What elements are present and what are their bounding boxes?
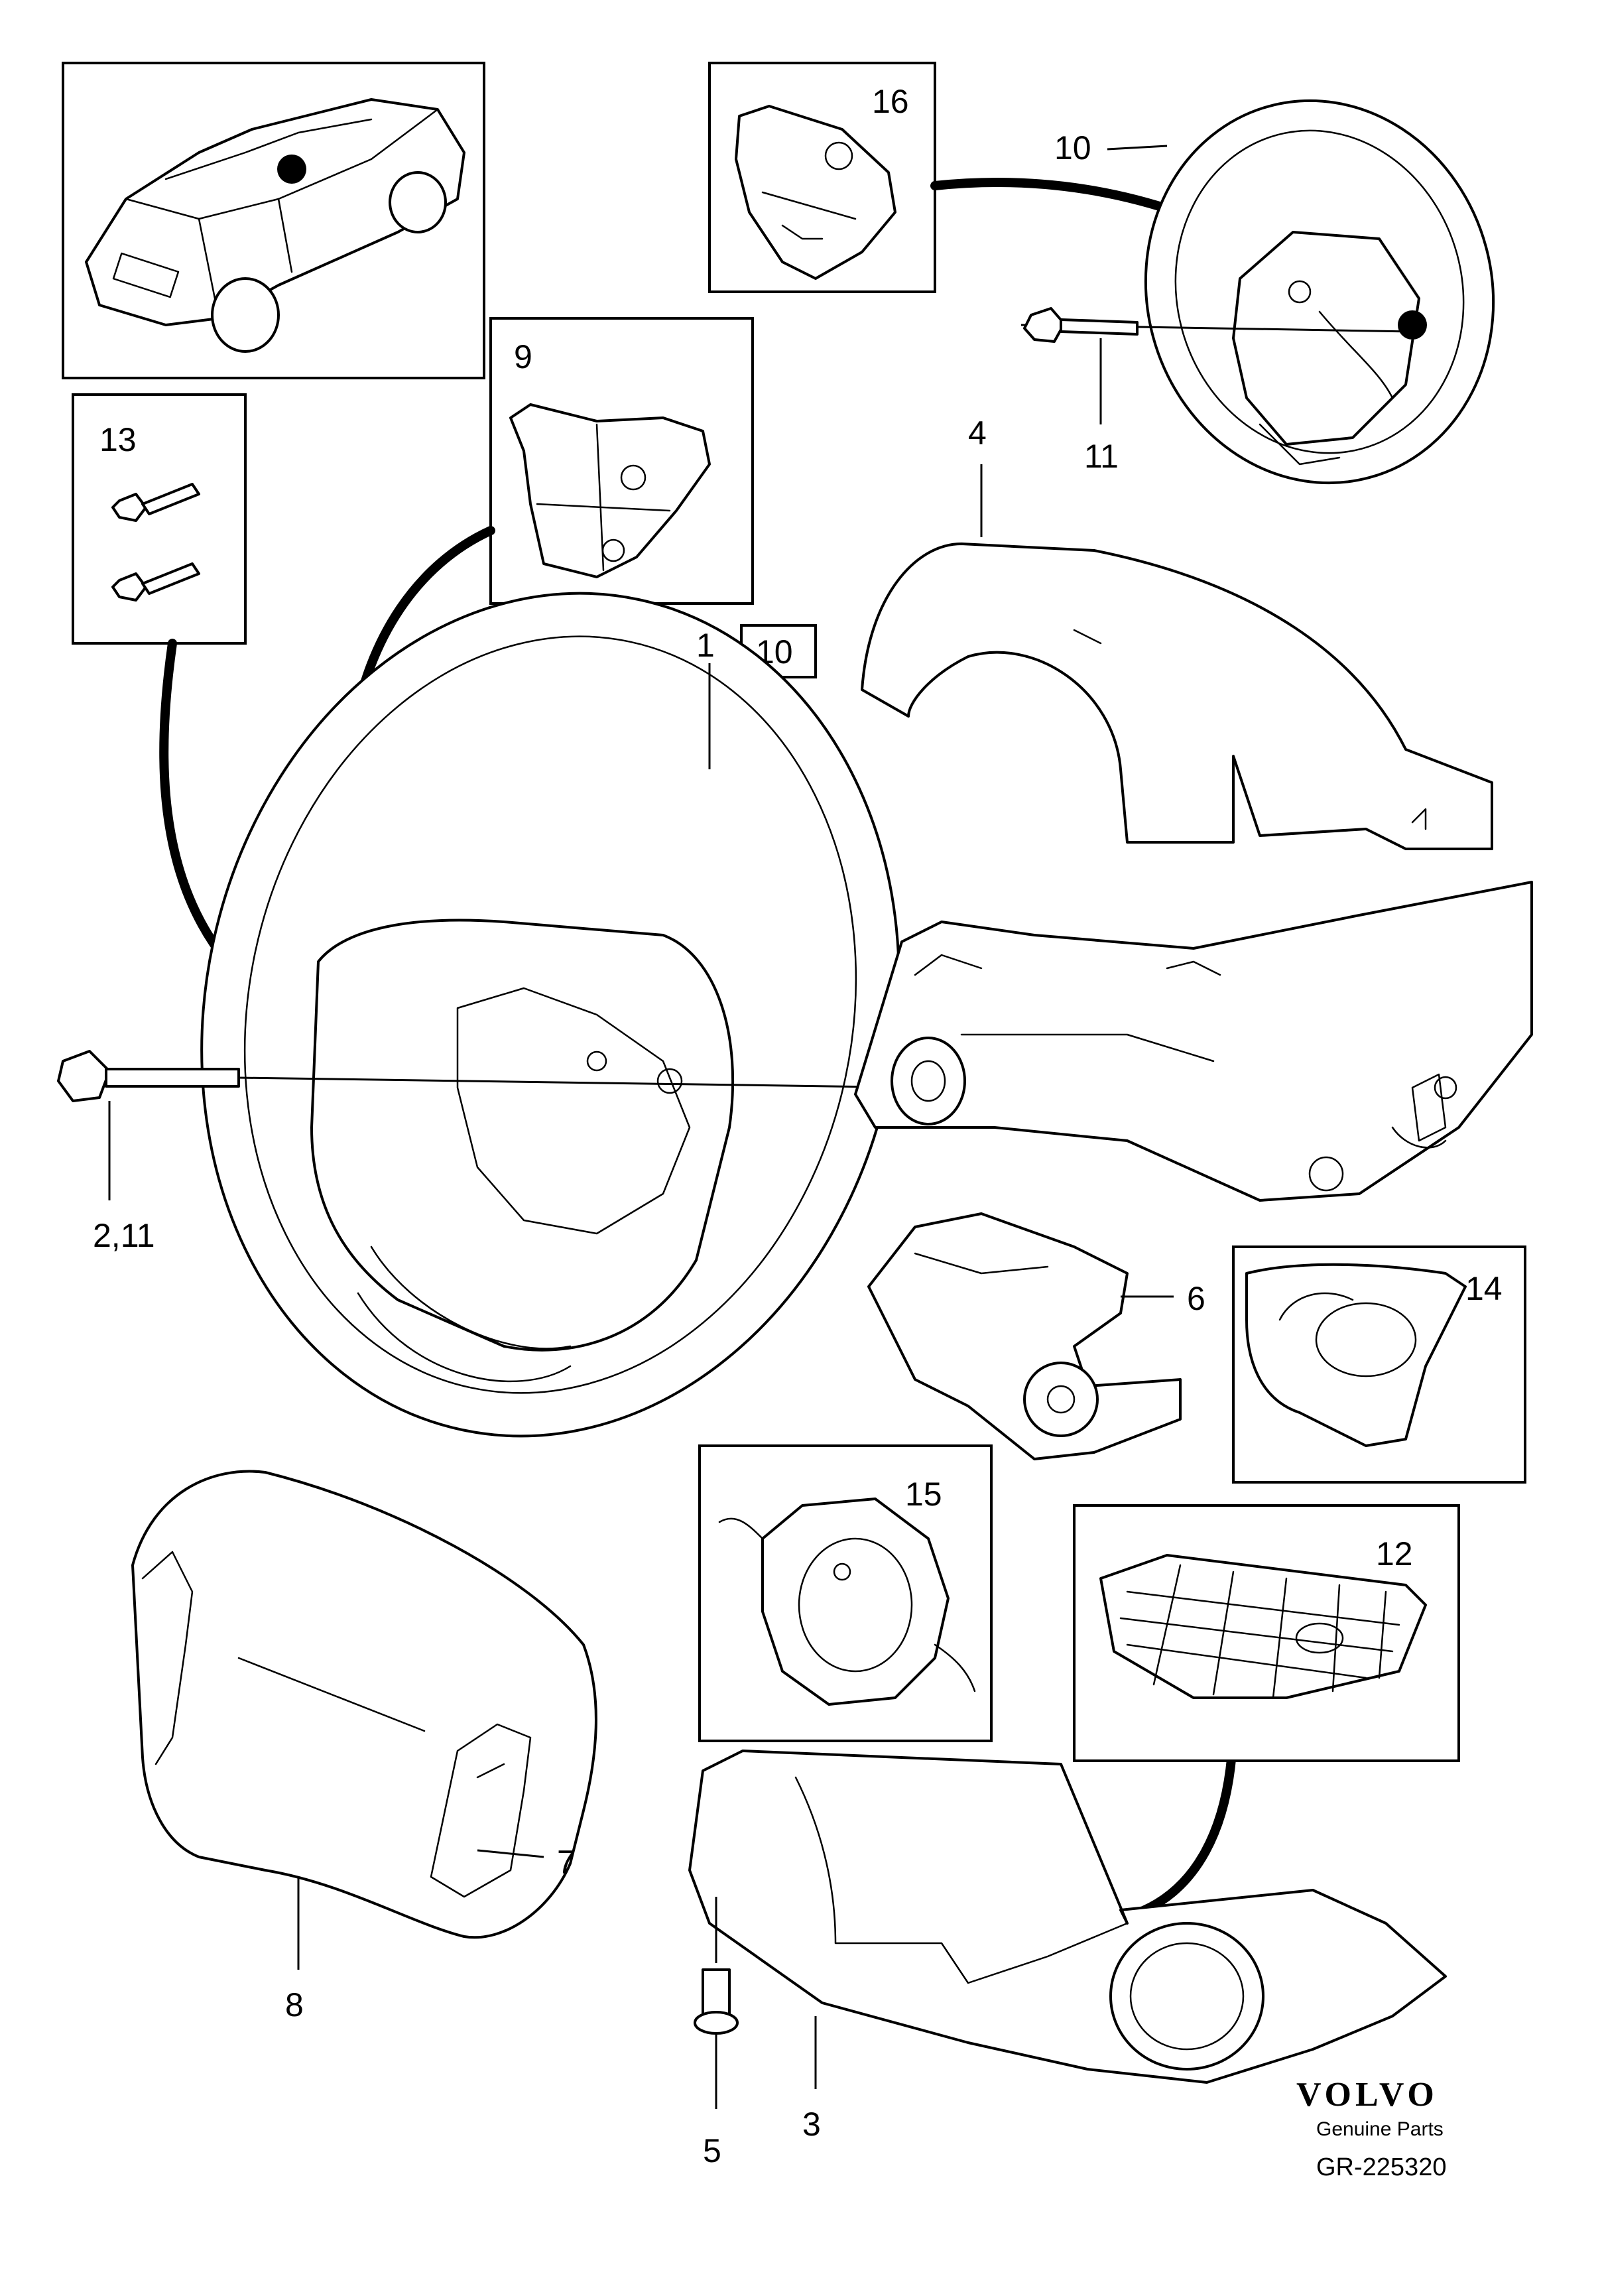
brand-logo: VOLVO	[1296, 2076, 1438, 2114]
inset-13: 13	[72, 393, 247, 645]
inset-12: 12	[1073, 1504, 1460, 1762]
airbag-cushion-8: 7 8	[131, 1470, 597, 2023]
callout-1: 1	[696, 627, 715, 664]
callout-14: 14	[1465, 1270, 1503, 1307]
callout-15: 15	[905, 1476, 942, 1513]
steering-column	[854, 881, 1533, 1202]
bolt-icon	[111, 483, 200, 602]
callout-3: 3	[802, 2106, 821, 2143]
upper-cover-4: 4	[861, 415, 1493, 850]
callout-8: 8	[285, 1986, 304, 2023]
callout-7: 7	[557, 1844, 576, 1881]
inset-16: 16	[708, 62, 936, 293]
callout-13: 13	[99, 421, 137, 458]
ignition-switch-6: 6	[867, 1212, 1205, 1460]
callout-11: 11	[1084, 438, 1119, 475]
inset-14: 14	[1232, 1245, 1526, 1484]
screw-5: 5	[694, 1897, 739, 2169]
inset-15: 15	[698, 1444, 993, 1742]
inset-9: 9	[489, 317, 754, 605]
airbag-module-icon	[718, 1498, 976, 1706]
callout-12: 12	[1376, 1535, 1413, 1572]
car-location-icon	[85, 98, 465, 353]
callout-2-11: 2,11	[93, 1217, 155, 1254]
diagram-reference: GR-225320	[1316, 2153, 1446, 2181]
steering-wheel-top: 10	[1020, 99, 1495, 485]
callout-9: 9	[514, 338, 532, 375]
brand-tagline: Genuine Parts	[1316, 2118, 1444, 2140]
callout-6: 6	[1187, 1280, 1205, 1317]
bolt-2-11: 2,11	[57, 1050, 922, 1254]
callout-16: 16	[872, 83, 909, 120]
callout-10-top: 10	[1054, 129, 1091, 166]
steering-wheel-icon: 1	[200, 592, 900, 1438]
lower-cover-3: 3	[688, 1750, 1447, 2143]
callout-4: 4	[968, 415, 987, 452]
car-location-inset	[62, 62, 485, 379]
bolt-11: 11	[1023, 307, 1139, 475]
callout-5: 5	[703, 2132, 721, 2169]
brand-block: VOLVO Genuine Parts GR-225320	[1296, 2076, 1446, 2181]
